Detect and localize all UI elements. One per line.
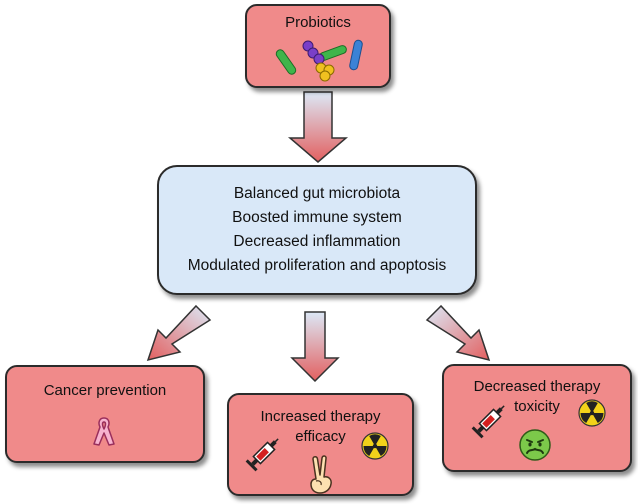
arrow-probiotics-to-effects (287, 91, 349, 163)
cancer-prevention-box: Cancer prevention (5, 365, 205, 463)
efficacy-title-line1: Increased therapy (260, 408, 381, 425)
arrow-to-decreased-toxicity (425, 304, 491, 362)
radiation-icon (578, 399, 606, 427)
effects-box: Balanced gut microbiota Boosted immune s… (157, 165, 477, 295)
bacteria-icon (275, 39, 363, 82)
increased-efficacy-box: Increased therapy efficacy (227, 393, 414, 496)
effect-line: Modulated proliferation and apoptosis (187, 257, 447, 274)
cancer-prevention-title: Cancer prevention (43, 382, 167, 399)
effects-list: Balanced gut microbiota Boosted immune s… (159, 182, 475, 278)
effect-line: Balanced gut microbiota (233, 185, 401, 202)
nauseated-face-icon (519, 429, 551, 461)
peace-hand-icon (310, 455, 332, 494)
probiotics-title: Probiotics (285, 14, 351, 31)
syringe-icon (245, 438, 279, 472)
effect-line: Decreased inflammation (233, 233, 401, 250)
arrow-to-cancer-prevention (146, 304, 212, 362)
toxicity-title-line1: Decreased therapy (473, 378, 601, 395)
efficacy-title-line2: efficacy (295, 428, 346, 445)
toxicity-title-line2: toxicity (514, 398, 560, 415)
syringe-icon (471, 405, 505, 439)
radiation-icon (361, 432, 389, 460)
decreased-toxicity-box: Decreased therapy toxicity (442, 364, 632, 472)
awareness-ribbon-icon (93, 417, 115, 446)
probiotics-box: Probiotics (245, 4, 391, 88)
arrow-to-efficacy (290, 311, 340, 383)
effect-line: Boosted immune system (232, 209, 402, 226)
